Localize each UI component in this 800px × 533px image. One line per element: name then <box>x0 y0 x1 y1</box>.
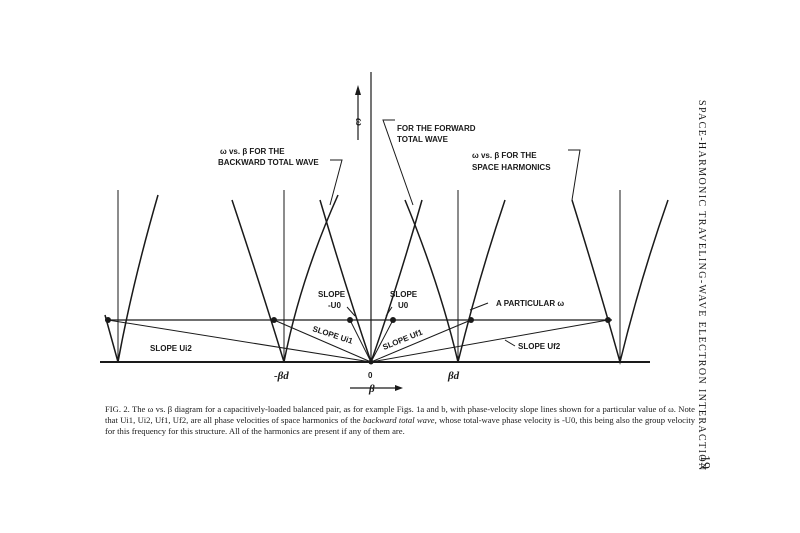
origin-label: 0 <box>368 371 373 380</box>
slope-line-ui2 <box>107 319 372 363</box>
slope-left-label-line1: SLOPE <box>318 290 346 299</box>
slope-line-u0-right <box>370 319 394 363</box>
slope-line-uf2 <box>370 319 609 363</box>
slope-right-label-line1: SLOPE <box>390 290 418 299</box>
intersection-point <box>105 317 111 323</box>
caption-emphasis: backward total wave, <box>362 415 437 425</box>
space-harmonics-label-line2: SPACE HARMONICS <box>472 163 551 172</box>
beta-arrow-head <box>395 385 403 391</box>
omega-beta-diagram: ω β 0 -βd βd ω vs. β FOR THE BACKWARD TO… <box>100 72 669 395</box>
space-harmonics-label-line1: ω vs. β FOR THE <box>472 151 537 160</box>
slope-ui2-label: SLOPE Ui2 <box>150 344 192 353</box>
beta-axis-label: β <box>368 383 375 395</box>
omega-arrow-head <box>355 85 361 95</box>
pos-beta-d-label: βd <box>447 370 460 382</box>
leader-backward <box>329 159 343 206</box>
dispersion-curve <box>231 194 339 363</box>
dispersion-curve <box>571 199 669 365</box>
origin-point <box>368 359 374 365</box>
caption-text-1: The ω vs. β diagram for a capacitively-l… <box>105 404 695 425</box>
figure-caption: FIG. 2. The ω vs. β diagram for a capaci… <box>105 404 695 437</box>
neg-beta-d-label: -βd <box>274 370 289 382</box>
slope-right-label-line2: U0 <box>398 301 409 310</box>
slope-line-uf1 <box>370 319 472 363</box>
omega-axis-label: ω <box>353 118 365 126</box>
backward-wave-label-line1: ω vs. β FOR THE <box>220 147 285 156</box>
intersection-point <box>390 317 396 323</box>
leader-particular-omega <box>469 302 489 311</box>
running-head: SPACE-HARMONIC TRAVELING-WAVE ELECTRON I… <box>696 100 707 472</box>
intersection-point <box>605 317 611 323</box>
leader-harmonics <box>568 149 581 201</box>
leader-uf2 <box>504 339 516 347</box>
page-number: 19 <box>697 455 712 469</box>
figure-number: FIG. 2. <box>105 404 130 414</box>
leader-u0-left <box>346 306 356 317</box>
dispersion-curve <box>404 199 506 363</box>
intersection-point <box>347 317 353 323</box>
slope-line-u0-left <box>349 319 372 363</box>
intersection-point <box>271 317 277 323</box>
slope-left-label-line2: -U0 <box>328 301 341 310</box>
dispersion-curve <box>104 194 159 363</box>
intersection-point <box>468 317 474 323</box>
particular-omega-label: A PARTICULAR ω <box>496 299 564 308</box>
leader-u0-right <box>385 306 393 317</box>
leader-forward <box>382 119 414 206</box>
slope-line-ui1 <box>273 319 372 363</box>
forward-wave-label-line2: TOTAL WAVE <box>397 135 449 144</box>
slope-ui1-label: SLOPE Ui1 <box>311 324 354 346</box>
caption-text-2: whose total-wave phase velocity is -U0, … <box>105 415 696 436</box>
slope-uf2-label: SLOPE Uf2 <box>518 342 561 351</box>
forward-wave-label-line1: FOR THE FORWARD <box>397 124 476 133</box>
backward-wave-label-line2: BACKWARD TOTAL WAVE <box>218 158 319 167</box>
